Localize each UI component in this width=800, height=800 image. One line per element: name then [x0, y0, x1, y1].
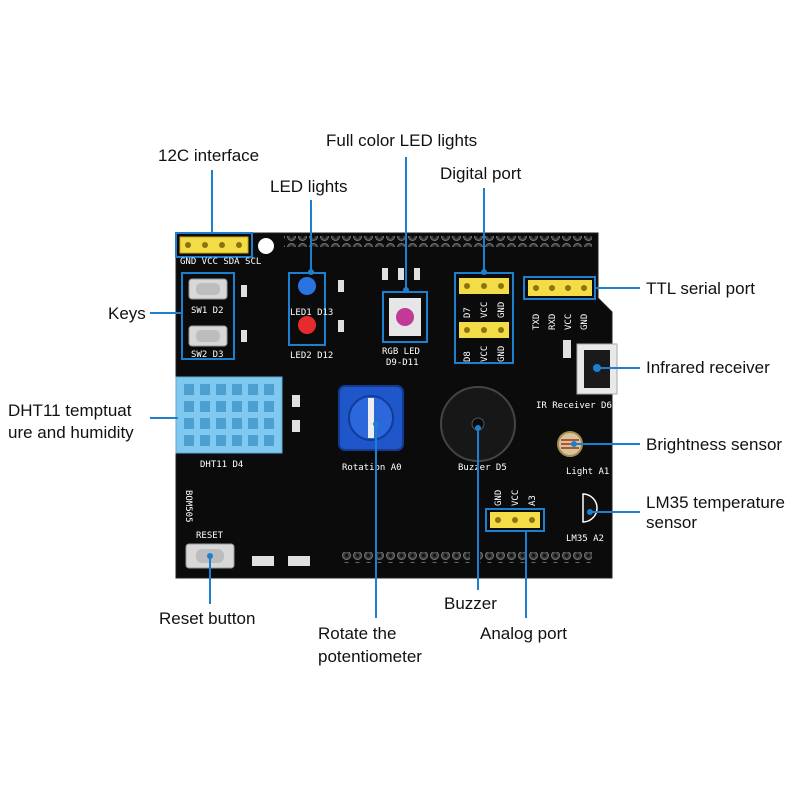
- ttl-pin-label: TXD: [532, 314, 542, 330]
- analog-port-group: GND VCC A3: [485, 490, 545, 532]
- dht11-sensor: DHT11 D4: [175, 376, 300, 470]
- callout-dht11-line2: ure and humidity: [8, 423, 134, 442]
- callout-lines: [150, 157, 640, 618]
- dht11-vent: [248, 401, 258, 412]
- rgb-led: [396, 308, 414, 326]
- rgb-led-group: RGB LED D9-D11: [382, 268, 428, 368]
- dht11-vent: [216, 435, 226, 446]
- callout-reset-button: Reset button: [159, 609, 256, 628]
- mounting-hole: [258, 238, 274, 254]
- callout-dots: [207, 269, 600, 559]
- dht11-vent: [248, 418, 258, 429]
- callout-infrared-receiver: Infrared receiver: [646, 358, 770, 377]
- dht11-vent: [264, 384, 274, 395]
- digital-bottom-pin-label: VCC: [480, 346, 490, 362]
- dht11-vent: [216, 401, 226, 412]
- reset-label: RESET: [196, 531, 224, 541]
- digital-bottom-pin-label: GND: [497, 346, 507, 362]
- callout-dht11-line1: DHT11 temptuat: [8, 401, 132, 420]
- red-led: [298, 316, 316, 334]
- analog-pin-label: VCC: [511, 490, 521, 506]
- dht11-vent: [184, 435, 194, 446]
- dht11-vent: [200, 418, 210, 429]
- callout-brightness-sensor: Brightness sensor: [646, 435, 783, 454]
- ir-receiver-label: IR Receiver D6: [536, 401, 612, 411]
- dht11-vent: [216, 418, 226, 429]
- dht11-vent: [184, 384, 194, 395]
- callout-buzzer: Buzzer: [444, 594, 497, 613]
- dht11-vent: [264, 418, 274, 429]
- analog-pin-label: A3: [528, 495, 538, 506]
- top-header-row: [284, 236, 592, 247]
- buzzer-label: Buzzer D5: [458, 463, 507, 473]
- ttl-pin-label: RXD: [548, 314, 558, 330]
- ttl-pin-label: GND: [580, 314, 590, 330]
- ttl-serial-group: TXD RXD VCC GND: [523, 276, 596, 330]
- dht11-vent: [200, 401, 210, 412]
- rgb-label-line1: RGB LED: [382, 347, 420, 357]
- potentiometer: Rotation A0: [338, 385, 404, 473]
- callout-full-color-led: Full color LED lights: [326, 131, 478, 150]
- rotation-label: Rotation A0: [342, 463, 402, 473]
- bottom-header-left: [340, 552, 470, 563]
- callout-keys: Keys: [108, 304, 146, 323]
- callout-rotate-line1: Rotate the: [318, 624, 397, 643]
- callout-i2c-interface: 12C interface: [158, 146, 260, 165]
- callout-analog-port: Analog port: [480, 624, 567, 643]
- model-label: BOM505: [183, 490, 193, 523]
- dht11-vent: [200, 384, 210, 395]
- callout-ttl-serial-port: TTL serial port: [646, 279, 755, 298]
- dht11-vent: [264, 401, 274, 412]
- keys-group: SW1 D2 SW2 D3: [181, 272, 247, 360]
- sw1-label: SW1 D2: [191, 306, 224, 316]
- dht11-vent: [248, 384, 258, 395]
- led-lights-group: LED1 D13 LED2 D12: [288, 272, 344, 361]
- digital-top-pin-label: VCC: [480, 302, 490, 318]
- i2c-pin-labels: GND VCC SDA SCL: [180, 257, 261, 267]
- dht11-vent: [216, 384, 226, 395]
- dht11-vent: [184, 401, 194, 412]
- light-label: Light A1: [566, 467, 609, 477]
- led2-label: LED2 D12: [290, 351, 333, 361]
- blue-led: [298, 277, 316, 295]
- dht11-vent: [184, 418, 194, 429]
- i2c-header: GND VCC SDA SCL: [175, 232, 261, 267]
- dht11-label: DHT11 D4: [200, 460, 243, 470]
- ttl-pin-label: VCC: [564, 314, 574, 330]
- dht11-vent: [232, 418, 242, 429]
- callout-digital-port: Digital port: [440, 164, 522, 183]
- digital-bottom-pin-label: D8: [463, 351, 473, 362]
- dht11-vent: [200, 435, 210, 446]
- bottom-header-right: [480, 552, 592, 563]
- callout-lm35-line2: sensor: [646, 513, 698, 532]
- buzzer: Buzzer D5: [440, 386, 516, 473]
- digital-top-pin-label: D7: [463, 307, 473, 318]
- dht11-vent: [232, 435, 242, 446]
- dht11-vent: [248, 435, 258, 446]
- sw2-label: SW2 D3: [191, 350, 224, 360]
- dht11-vent: [232, 401, 242, 412]
- dht11-vent: [264, 435, 274, 446]
- rgb-label-line2: D9-D11: [386, 358, 419, 368]
- callout-lm35-line1: LM35 temperature: [646, 493, 785, 512]
- dht11-vent: [232, 384, 242, 395]
- analog-pin-label: GND: [494, 490, 504, 506]
- lm35-sensor: LM35 A2: [566, 493, 604, 544]
- callout-led-lights: LED lights: [270, 177, 348, 196]
- lm35-label: LM35 A2: [566, 534, 604, 544]
- digital-top-pin-label: GND: [497, 302, 507, 318]
- led1-label: LED1 D13: [290, 308, 333, 318]
- callout-rotate-line2: potentiometer: [318, 647, 422, 666]
